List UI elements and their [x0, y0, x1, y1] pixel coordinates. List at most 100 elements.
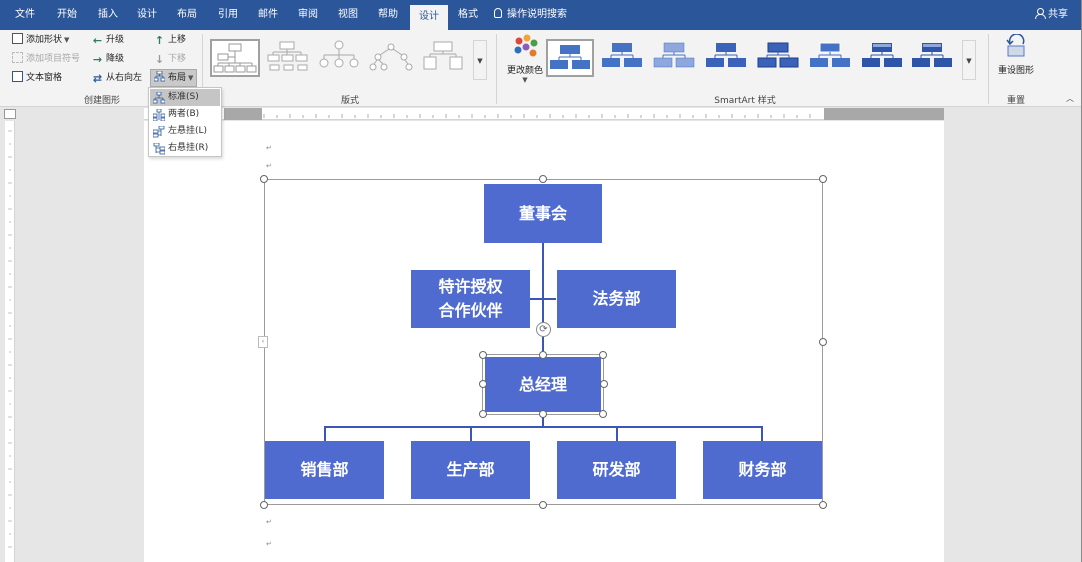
layouts-group-label: 版式 [340, 96, 359, 106]
text-pane-icon [12, 71, 23, 82]
resize-handle[interactable] [539, 501, 547, 509]
node-label: 董事会 [518, 203, 567, 223]
tab-layout[interactable]: 布局 [177, 9, 197, 20]
tab-review[interactable]: 审阅 [298, 9, 318, 20]
arrow-up-icon: ↑ [154, 34, 165, 47]
org-node-production[interactable]: 生产部 [411, 441, 530, 499]
tab-help[interactable]: 帮助 [378, 9, 398, 20]
group-divider [988, 34, 989, 104]
org-node-legal[interactable]: 法务部 [557, 270, 676, 328]
smartart-style-8[interactable] [910, 39, 958, 77]
chevron-up-icon: ︿ [1066, 94, 1074, 103]
group-divider [202, 34, 203, 104]
add-bullet-button[interactable]: 添加项目符号 [12, 51, 80, 67]
right-to-left-button[interactable]: ⇄从右向左 [92, 70, 142, 86]
tell-me-label: 操作说明搜索 [507, 9, 567, 20]
smartart-style-1[interactable] [546, 39, 594, 77]
demote-button[interactable]: →降级 [92, 51, 124, 67]
layout-both-icon [153, 109, 165, 121]
text-pane-button[interactable]: 文本窗格 [12, 70, 62, 86]
resize-handle[interactable] [260, 175, 268, 183]
resize-handle[interactable] [599, 410, 607, 418]
layout-menu-left-hanging[interactable]: 左悬挂(L) [150, 123, 220, 140]
menu-item-label: 左悬挂(L) [168, 126, 208, 136]
smartart-style-5[interactable] [756, 39, 804, 77]
layout-thumb-org-chart[interactable] [210, 39, 260, 77]
node-label: 销售部 [300, 460, 349, 479]
person-icon [1035, 8, 1046, 19]
promote-button[interactable]: ←升级 [92, 32, 124, 48]
arrow-down-icon: ↓ [154, 53, 165, 66]
smartart-style-2[interactable] [600, 39, 648, 77]
org-node-rnd[interactable]: 研发部 [557, 441, 676, 499]
arrow-left-icon: ← [92, 34, 103, 47]
smartart-style-7[interactable] [860, 39, 908, 77]
add-shape-button[interactable]: 添加形状▼ [12, 32, 69, 48]
tab-references[interactable]: 引用 [218, 9, 238, 20]
reset-graphic-button[interactable]: 重设图形 [994, 32, 1038, 80]
layout-menu-both[interactable]: 两者(B) [150, 106, 220, 123]
tab-file[interactable]: 文件 [15, 9, 35, 20]
resize-handle[interactable] [539, 175, 547, 183]
org-layout-icon [153, 70, 166, 82]
resize-handle[interactable] [819, 501, 827, 509]
horizontal-ruler[interactable] [144, 108, 944, 120]
resize-handle[interactable] [539, 410, 547, 418]
tab-view[interactable]: 视图 [338, 9, 358, 20]
layout-thumb-table-hierarchy[interactable] [420, 39, 470, 77]
resize-handle[interactable] [600, 380, 608, 388]
smartart-style-6[interactable] [808, 39, 856, 77]
ruler-ticks [8, 130, 12, 548]
org-node-franchise-partner[interactable]: 特许授权 合作伙伴 [411, 270, 530, 328]
resize-handle[interactable] [479, 351, 487, 359]
tab-insert[interactable]: 插入 [98, 9, 118, 20]
resize-handle[interactable] [539, 351, 547, 359]
tab-smartart-design[interactable]: 设计 [410, 5, 448, 30]
tab-design[interactable]: 设计 [137, 9, 157, 20]
add-bullet-label: 添加项目符号 [26, 54, 81, 64]
layout-thumb-circle-picture[interactable] [316, 39, 366, 77]
vertical-ruler[interactable] [5, 121, 15, 562]
layout-menu-standard[interactable]: 标准(S) [150, 89, 220, 106]
move-down-button[interactable]: ↓下移 [154, 51, 186, 67]
resize-handle[interactable] [819, 338, 827, 346]
org-node-general-manager[interactable]: 总经理 [482, 354, 604, 415]
share-button[interactable]: 共享 [1035, 0, 1068, 30]
resize-handle[interactable] [819, 175, 827, 183]
move-up-button[interactable]: ↑上移 [154, 32, 186, 48]
right-to-left-label: 从右向左 [106, 73, 143, 83]
tab-home[interactable]: 开始 [57, 9, 77, 20]
paragraph-mark: ↵ [266, 162, 272, 170]
layout-thumb-name-title[interactable] [264, 39, 314, 77]
tab-selector[interactable] [4, 109, 16, 119]
rotate-handle-icon[interactable]: ⟳ [536, 322, 551, 337]
org-node-board[interactable]: 董事会 [484, 184, 602, 243]
layout-menu-right-hanging[interactable]: 右悬挂(R) [150, 140, 220, 157]
org-node-finance[interactable]: 财务部 [703, 441, 822, 499]
layout-label: 布局 [168, 73, 187, 83]
tell-me-search[interactable]: 操作说明搜索 [494, 0, 567, 30]
demote-label: 降级 [106, 54, 125, 64]
org-node-sales[interactable]: 销售部 [265, 441, 384, 499]
node-label: 总经理 [518, 374, 567, 394]
layout-standard-icon [153, 92, 165, 104]
resize-handle[interactable] [260, 501, 268, 509]
collapse-ribbon-button[interactable]: ︿ [1066, 93, 1074, 104]
resize-handle[interactable] [479, 410, 487, 418]
layout-thumb-hierarchy[interactable] [368, 39, 418, 77]
text-pane-toggle[interactable]: ‹ [258, 336, 268, 348]
chevron-left-icon: ‹ [261, 338, 265, 345]
smartart-style-4[interactable] [704, 39, 752, 77]
layouts-gallery-more-button[interactable]: ▼ [473, 40, 487, 80]
create-graphic-group-label: 创建图形 [83, 96, 120, 106]
smartart-style-3[interactable] [652, 39, 700, 77]
menu-item-label: 标准(S) [168, 92, 199, 102]
change-colors-button[interactable]: 更改颜色 ▼ [504, 63, 546, 84]
resize-handle[interactable] [599, 351, 607, 359]
styles-gallery-more-button[interactable]: ▼ [962, 40, 976, 80]
tab-mailings[interactable]: 邮件 [258, 9, 278, 20]
layout-dropdown-button[interactable]: 布局▼ [150, 69, 198, 87]
resize-handle[interactable] [479, 380, 487, 388]
tab-format[interactable]: 格式 [458, 9, 478, 20]
connector-line [542, 414, 544, 427]
